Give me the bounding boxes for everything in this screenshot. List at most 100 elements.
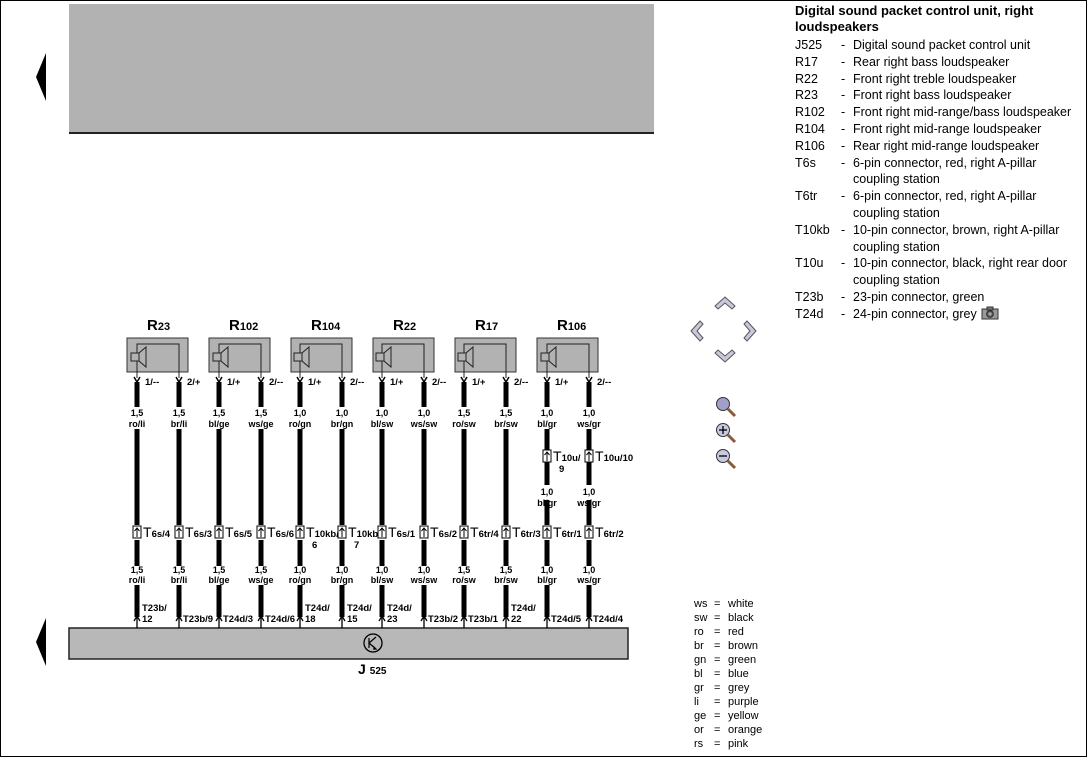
speaker-r22: R221/+1,0bl/swT6s/11,0bl/swT24d/232/--1,…	[371, 317, 458, 628]
connector-label: T10u/	[553, 448, 581, 464]
equals-sign: =	[714, 710, 721, 722]
wire-segment[interactable]	[379, 429, 385, 525]
wire-segment[interactable]	[461, 585, 467, 617]
wire-segment[interactable]	[503, 429, 509, 525]
wire-segment[interactable]	[586, 429, 592, 450]
wire-segment[interactable]	[339, 429, 345, 525]
connector-pin[interactable]: T10u/10	[584, 448, 633, 464]
connector-pin[interactable]: T6tr/3	[501, 524, 541, 540]
zoom-fit-icon[interactable]	[715, 396, 737, 418]
wire-segment[interactable]	[586, 585, 592, 617]
wire-segment[interactable]	[216, 429, 222, 525]
wire-segment[interactable]	[258, 540, 264, 566]
wire-segment[interactable]	[421, 429, 427, 525]
wire-segment[interactable]	[544, 461, 550, 485]
wire-segment[interactable]	[544, 382, 550, 407]
connector-pin[interactable]: T6s/4	[132, 524, 171, 540]
wire-segment[interactable]	[379, 585, 385, 617]
wire-arrow-icon	[296, 614, 304, 628]
wire-segment[interactable]	[216, 540, 222, 566]
connector-pin[interactable]: T6s/3	[174, 524, 212, 540]
legend-item: T6s-6-pin connector, red, right A-pillar…	[795, 155, 1085, 189]
color-name: green	[728, 654, 757, 666]
wire-segment[interactable]	[297, 585, 303, 617]
camera-icon[interactable]	[981, 306, 999, 320]
connector-label: T10u/10	[595, 448, 633, 464]
wire-segment[interactable]	[379, 382, 385, 407]
wire-segment[interactable]	[216, 382, 222, 407]
pin-label: 2/+	[187, 377, 201, 388]
zoom-out-icon[interactable]	[715, 448, 737, 470]
wire-size: 1,0	[418, 565, 431, 575]
loudspeaker-icon	[293, 345, 310, 369]
previous-page-arrow-icon[interactable]	[36, 53, 46, 101]
connector-pin[interactable]: T6tr/1	[542, 524, 582, 540]
pan-left-icon[interactable]	[690, 320, 704, 342]
wire-segment[interactable]	[503, 382, 509, 407]
wire-arrow-icon	[215, 614, 223, 628]
wire-segment[interactable]	[176, 382, 182, 407]
wire-segment[interactable]	[544, 429, 550, 450]
pan-right-icon[interactable]	[743, 320, 757, 342]
color-name: brown	[728, 640, 758, 652]
wire-segment[interactable]	[258, 585, 264, 617]
wire-segment[interactable]	[176, 585, 182, 617]
connector-pin[interactable]: T6tr/4	[459, 524, 499, 540]
wire-segment[interactable]	[339, 540, 345, 566]
wire-segment[interactable]	[421, 585, 427, 617]
pan-down-icon[interactable]	[714, 349, 736, 363]
zoom-in-icon[interactable]	[715, 422, 737, 444]
wire-segment[interactable]	[586, 540, 592, 566]
equals-sign: =	[714, 640, 721, 652]
wire-segment[interactable]	[421, 382, 427, 407]
wire-segment[interactable]	[503, 540, 509, 566]
wire-segment[interactable]	[461, 382, 467, 407]
wire-segment[interactable]	[586, 382, 592, 407]
legend-item: R17-Rear right bass loudspeaker	[795, 54, 1085, 71]
wire-color: br/sw	[494, 575, 519, 585]
wire-segment[interactable]	[258, 382, 264, 407]
wire-segment[interactable]	[544, 500, 550, 525]
wire-segment[interactable]	[134, 382, 140, 407]
wire-segment[interactable]	[461, 540, 467, 566]
connector-pin[interactable]: T6s/1	[377, 524, 416, 540]
legend-code: R106	[795, 138, 825, 153]
wire-segment[interactable]	[216, 585, 222, 617]
connector-pin[interactable]: T10u/9	[542, 448, 581, 475]
wire-segment[interactable]	[544, 540, 550, 566]
wire-segment[interactable]	[297, 382, 303, 407]
previous-page-arrow-bottom-icon[interactable]	[36, 618, 46, 666]
wire-segment[interactable]	[176, 429, 182, 525]
pan-up-icon[interactable]	[714, 296, 736, 310]
wire-segment[interactable]	[379, 540, 385, 566]
wire-segment[interactable]	[544, 585, 550, 617]
connector-pin[interactable]: T6s/6	[256, 524, 294, 540]
wire-segment[interactable]	[586, 461, 592, 485]
control-unit-j525-box[interactable]	[68, 627, 629, 660]
wire-segment[interactable]	[134, 585, 140, 617]
wire-segment[interactable]	[339, 382, 345, 407]
connector-pin[interactable]: T6s/5	[214, 524, 253, 540]
wire-segment[interactable]	[297, 540, 303, 566]
connector-sub2: 6	[312, 540, 317, 551]
connector-pin[interactable]: T6tr/2	[584, 524, 624, 540]
terminal-label: T23b/2	[428, 614, 458, 625]
wire-segment[interactable]	[461, 429, 467, 525]
wire-segment[interactable]	[503, 585, 509, 617]
wire-segment[interactable]	[134, 429, 140, 525]
connector-sub: 6tr/3	[521, 529, 541, 540]
wire-segment[interactable]	[586, 500, 592, 525]
wire-segment[interactable]	[176, 540, 182, 566]
color-code: br	[694, 640, 704, 652]
wire-segment[interactable]	[258, 429, 264, 525]
wire-segment[interactable]	[134, 540, 140, 566]
wire-segment[interactable]	[339, 585, 345, 617]
connector-pin[interactable]: T10kb/6	[295, 524, 339, 551]
wire-segment[interactable]	[421, 540, 427, 566]
terminal-label: T24d/3	[223, 614, 253, 625]
connector-pin[interactable]: T6s/2	[419, 524, 457, 540]
wire-segment[interactable]	[297, 429, 303, 525]
